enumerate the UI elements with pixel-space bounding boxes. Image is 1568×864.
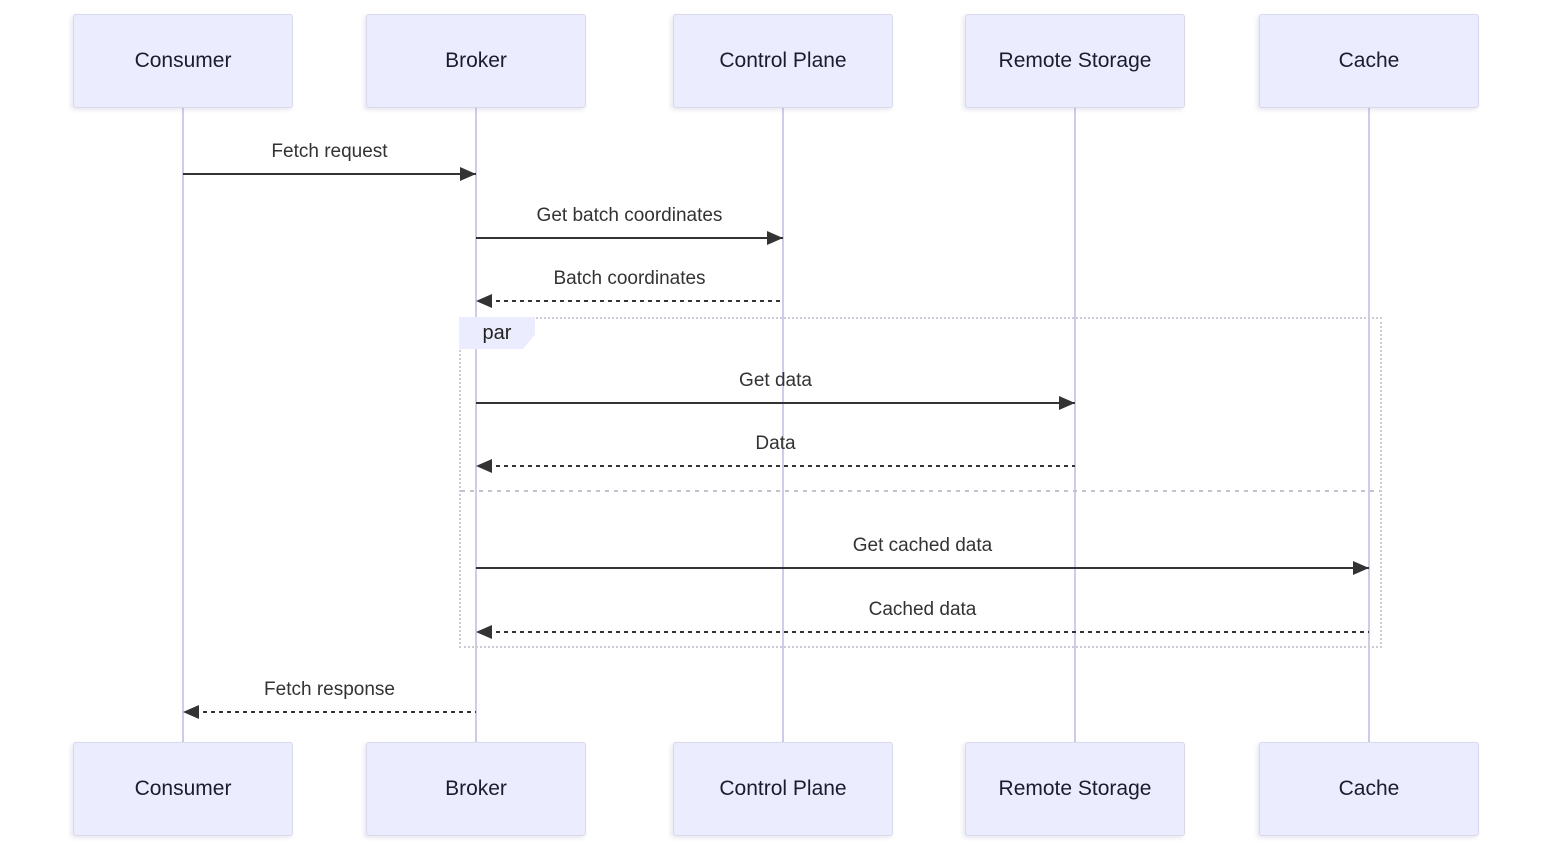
actor-label: Cache <box>1338 49 1400 72</box>
message-line <box>476 402 1075 404</box>
actor-label: Remote Storage <box>998 49 1152 72</box>
lifeline-consumer <box>182 108 184 742</box>
actor-label: Remote Storage <box>998 777 1152 800</box>
message-label: Data <box>755 433 796 454</box>
actor-remote-storage-top: Remote Storage <box>965 14 1185 108</box>
arrowhead-icon <box>460 167 476 181</box>
arrowhead-icon <box>1353 561 1369 575</box>
lifeline-broker <box>475 108 477 742</box>
arrowhead-icon <box>476 294 492 308</box>
message-label: Get data <box>739 370 812 391</box>
par-frame <box>459 317 1382 648</box>
message-label: Fetch response <box>264 679 395 700</box>
actor-cache-top: Cache <box>1259 14 1479 108</box>
actor-broker-top: Broker <box>366 14 586 108</box>
actor-label: Cache <box>1338 777 1400 800</box>
message-line <box>480 465 1075 467</box>
actor-label: Consumer <box>134 777 232 800</box>
lifeline-control-plane <box>782 108 784 742</box>
message-label: Batch coordinates <box>553 268 706 289</box>
actor-label: Broker <box>445 777 507 800</box>
actor-remote-storage-bottom: Remote Storage <box>965 742 1185 836</box>
lifeline-remote-storage <box>1074 108 1076 742</box>
message-line <box>183 173 476 175</box>
message-label: Cached data <box>868 599 977 620</box>
actor-cache-bottom: Cache <box>1259 742 1479 836</box>
message-line <box>480 300 783 302</box>
actor-control-plane-bottom: Control Plane <box>673 742 893 836</box>
arrowhead-icon <box>476 459 492 473</box>
actor-label: Broker <box>445 49 507 72</box>
message-label: Get batch coordinates <box>536 205 723 226</box>
actor-label: Control Plane <box>719 49 847 72</box>
message-line <box>480 631 1369 633</box>
actor-label: Consumer <box>134 49 232 72</box>
actor-control-plane-top: Control Plane <box>673 14 893 108</box>
actor-consumer-bottom: Consumer <box>73 742 293 836</box>
message-label: Get cached data <box>852 535 993 556</box>
arrowhead-icon <box>1059 396 1075 410</box>
arrowhead-icon <box>767 231 783 245</box>
actor-consumer-top: Consumer <box>73 14 293 108</box>
message-line <box>476 567 1369 569</box>
actor-broker-bottom: Broker <box>366 742 586 836</box>
message-label: Fetch request <box>271 141 388 162</box>
arrowhead-icon <box>183 705 199 719</box>
par-label: par <box>459 317 535 349</box>
message-line <box>187 711 476 713</box>
par-divider <box>461 490 1380 492</box>
actor-label: Control Plane <box>719 777 847 800</box>
lifeline-cache <box>1368 108 1370 742</box>
arrowhead-icon <box>476 625 492 639</box>
message-line <box>476 237 783 239</box>
